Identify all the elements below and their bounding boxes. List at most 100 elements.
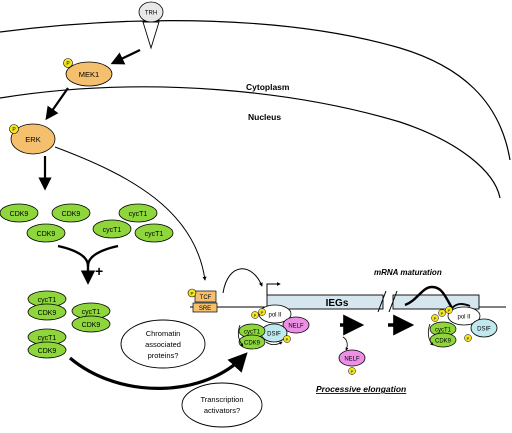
erk-phospho bbox=[9, 124, 19, 134]
paused-cyct1-label: cycT1 bbox=[244, 330, 261, 336]
mek1-phospho-label: P bbox=[66, 61, 70, 67]
free-cyct1-a bbox=[118, 203, 158, 223]
elong-cyct1-label: cycT1 bbox=[435, 328, 452, 334]
ieg-gene-box-left bbox=[266, 294, 384, 310]
paused-nelf bbox=[282, 316, 310, 334]
complex3-cdk9-label: CDK9 bbox=[38, 348, 57, 355]
ieg-label: IEGs bbox=[326, 298, 349, 309]
free-cdk9-c-label: CDK9 bbox=[37, 231, 56, 238]
complex2-cdk9 bbox=[71, 315, 111, 333]
paused-phospho-2 bbox=[258, 308, 266, 316]
processive-elongation-label: Processive elongation bbox=[316, 384, 406, 394]
erk-label: ERK bbox=[25, 135, 40, 144]
complex2-cyct1-label: cycT1 bbox=[82, 309, 101, 316]
trh-label: TRH bbox=[145, 11, 157, 17]
nuclear-envelope bbox=[0, 86, 501, 199]
free-cyct1-c-label: cycT1 bbox=[145, 231, 164, 238]
released-nelf-label: NELF bbox=[344, 357, 360, 363]
elong-phospho-1-label: P bbox=[434, 316, 437, 321]
erk-to-tcf-arrow bbox=[54, 146, 207, 281]
sre-label: SRE bbox=[199, 306, 211, 312]
recruitment-arrow bbox=[68, 352, 248, 390]
paused-complex: pol II NELF DSIF cycT1 CDK9 P P P bbox=[237, 304, 310, 350]
released-nelf-phospho bbox=[348, 367, 356, 375]
plus-sign: + bbox=[95, 263, 103, 279]
mrna-transcript bbox=[404, 285, 454, 309]
elong-dsif-label: DSIF bbox=[477, 327, 491, 333]
tcf-factor bbox=[194, 290, 217, 303]
free-cdk9-a-label: CDK9 bbox=[10, 211, 29, 218]
elong-phospho-3 bbox=[445, 306, 453, 314]
free-cdk9-a bbox=[0, 203, 39, 223]
tcf-activation-arrow bbox=[222, 268, 263, 294]
released-nelf bbox=[338, 349, 366, 367]
elong-cdk9 bbox=[429, 332, 457, 348]
paused-cdk9-label: CDK9 bbox=[244, 341, 261, 347]
mrna-tail bbox=[451, 303, 471, 309]
elong-phospho-4 bbox=[464, 334, 472, 342]
elong-circle-arrow bbox=[427, 323, 434, 346]
merge-arrow-right bbox=[86, 244, 119, 267]
activators-line2: activators? bbox=[204, 406, 240, 415]
tcf-phospho-label: P bbox=[190, 291, 193, 296]
paused-phospho-3 bbox=[283, 335, 291, 343]
elong-pol2 bbox=[447, 306, 481, 326]
chromatin-line2: associated bbox=[145, 340, 181, 349]
complex2-cdk9-label: CDK9 bbox=[82, 322, 101, 329]
free-cdk9-c bbox=[26, 223, 66, 243]
free-cyct1-c bbox=[134, 223, 174, 243]
complex1-cdk9-label: CDK9 bbox=[38, 310, 57, 317]
paused-circle-arrow-2 bbox=[265, 341, 283, 346]
free-cdk9-b-label: CDK9 bbox=[62, 211, 81, 218]
mek1-label: MEK1 bbox=[79, 70, 99, 79]
complex3-cyct1-label: cycT1 bbox=[38, 335, 57, 342]
elong-pol2-label: pol II bbox=[457, 315, 470, 321]
gene-break-1 bbox=[377, 290, 387, 313]
released-nelf-phospho-label: P bbox=[351, 369, 354, 374]
free-cyct1-b bbox=[92, 219, 132, 239]
elong-phospho-2-label: P bbox=[441, 311, 444, 316]
paused-phospho-1-label: P bbox=[254, 313, 257, 318]
activators-line1: Transcription bbox=[200, 395, 243, 404]
paused-phospho-3-label: P bbox=[286, 337, 289, 342]
paused-nelf-label: NELF bbox=[288, 324, 304, 330]
chromatin-bubble bbox=[120, 319, 206, 369]
elongating-complex: pol II DSIF cycT1 CDK9 P P P P bbox=[427, 306, 498, 348]
complexes: cycT1 CDK9 cycT1 CDK9 cycT1 CDK9 bbox=[27, 290, 111, 359]
merge-arrow-left bbox=[57, 244, 90, 267]
erk-phospho-label: P bbox=[12, 127, 16, 133]
cytoplasm-label: Cytoplasm bbox=[246, 82, 290, 92]
complex1-cyct1-label: cycT1 bbox=[38, 297, 57, 304]
elong-cdk9-label: CDK9 bbox=[435, 339, 452, 345]
elong-phospho-2 bbox=[438, 309, 446, 317]
elong-dsif bbox=[470, 318, 498, 338]
paused-pol2-label: pol II bbox=[268, 313, 281, 319]
trh-receptor bbox=[142, 21, 160, 50]
nucleus-label: Nucleus bbox=[248, 112, 281, 122]
sre-element bbox=[192, 302, 218, 313]
elong-phospho-3-label: P bbox=[448, 308, 451, 313]
tcf-phospho bbox=[187, 288, 197, 298]
plasma-membrane bbox=[0, 20, 511, 161]
mek1-to-erk-arrow bbox=[45, 87, 69, 121]
free-cdk9-b bbox=[51, 203, 91, 223]
elong-phospho-1 bbox=[431, 314, 439, 322]
paused-dsif-label: DSIF bbox=[267, 332, 281, 338]
free-pool: CDK9 CDK9 CDK9 cycT1 cycT1 cycT1 bbox=[0, 203, 174, 243]
tcf-label: TCF bbox=[200, 295, 212, 301]
free-cyct1-b-label: cycT1 bbox=[103, 227, 122, 234]
chromatin-line3: proteins? bbox=[148, 351, 179, 360]
mek1-node bbox=[65, 61, 113, 87]
free-cyct1-a-label: cycT1 bbox=[129, 211, 148, 218]
activators-bubble bbox=[181, 382, 263, 428]
erk-node bbox=[10, 123, 56, 155]
paused-phospho-1 bbox=[251, 311, 259, 319]
mrna-maturation-label: mRNA maturation bbox=[374, 268, 442, 277]
paused-cdk9 bbox=[238, 334, 266, 350]
mek1-phospho bbox=[63, 58, 73, 68]
complex1-cdk9 bbox=[27, 303, 67, 321]
paused-circle-arrow-1 bbox=[237, 324, 244, 347]
paused-phospho-2-label: P bbox=[261, 310, 264, 315]
